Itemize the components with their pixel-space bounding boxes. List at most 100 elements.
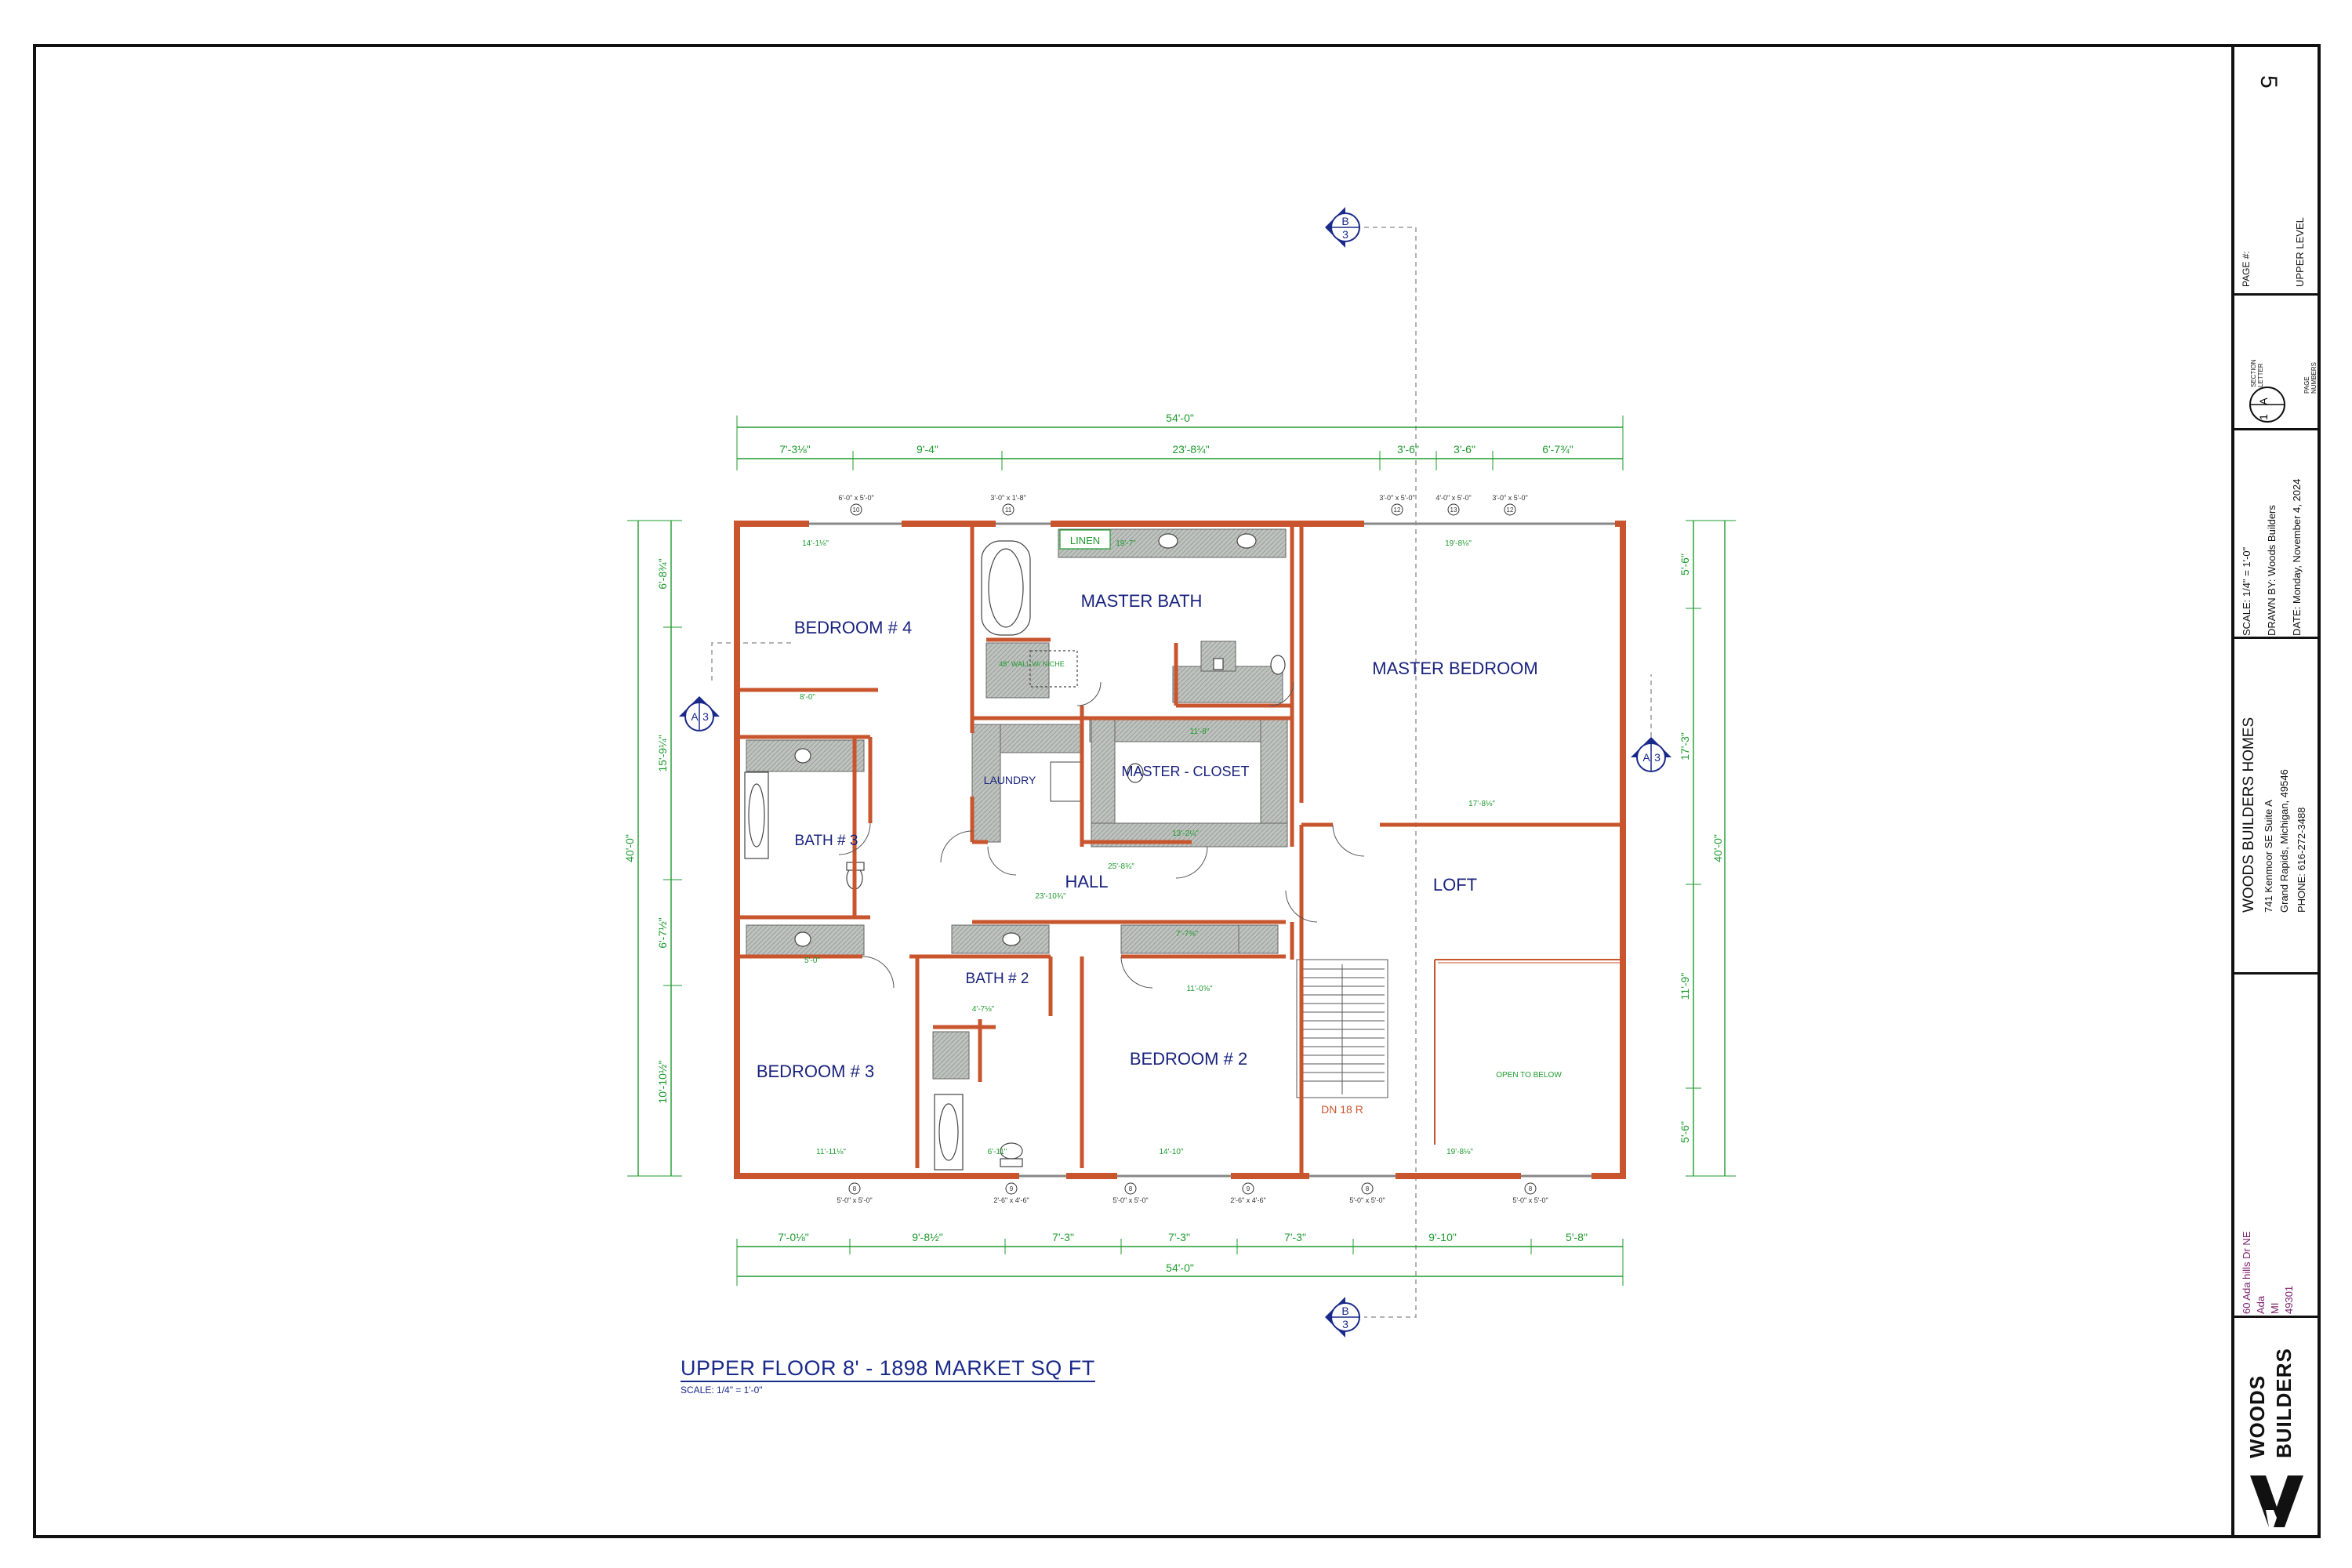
section-letter: B	[1341, 1305, 1348, 1317]
sheet-border	[33, 44, 2321, 1538]
exterior-windows	[809, 522, 1615, 1178]
dimension-text: 54'-0" 7'-3⅛" 9'-4" 23'-8¾" 3'-6" 3'-6" …	[623, 412, 1724, 1274]
page-number: 5	[2256, 75, 2281, 89]
room-bedroom2: BEDROOM # 2	[1130, 1049, 1247, 1069]
exterior-walls	[734, 521, 1626, 1179]
idim: 13'-2¼"	[1172, 829, 1199, 838]
section-page: 3	[1342, 228, 1348, 241]
window-tag	[1242, 1182, 1254, 1195]
window-tag-num: 8	[1529, 1185, 1533, 1192]
company-address2: Grand Rapids, Michigan, 49546	[2278, 769, 2290, 913]
legend-page-numbers: PAGE NUMBERS	[2303, 361, 2318, 394]
window-tag	[1524, 1182, 1537, 1195]
site-city: Ada	[2255, 1295, 2267, 1314]
w-logo-icon	[2247, 1469, 2307, 1532]
window-size: 5'-0" x 5'-0"	[1349, 1196, 1385, 1204]
door-swings	[838, 681, 1365, 989]
site-zip: 49301	[2283, 1285, 2295, 1314]
dim-left-4: 10'-10½"	[656, 1060, 669, 1103]
niche-label: 48" WALL W/ NICHE	[999, 660, 1065, 668]
scale-line: SCALE: 1/4" = 1'-0"	[2241, 546, 2252, 636]
logo-line2: BUILDERS	[2272, 1348, 2296, 1458]
dim-top-4: 3'-6"	[1397, 443, 1419, 456]
window-size: 3'-0" x 5'-0"	[1492, 494, 1527, 502]
window-tags-top: 6'-0" x 5'-0" 10 3'-0" x 1'-8" 11 3'-0" …	[838, 494, 1528, 516]
idim: 19'-7"	[1116, 539, 1136, 548]
room-linen: LINEN	[1070, 535, 1100, 546]
company-name: WOODS BUILDERS HOMES	[2241, 717, 2257, 913]
section-legend-icon: A 1	[2249, 387, 2285, 423]
section-letter: A	[1642, 751, 1650, 764]
level-label: UPPER LEVEL	[2294, 217, 2306, 287]
dim-bottom-3: 7'-3"	[1052, 1231, 1074, 1243]
window-size: 3'-0" x 1'-8"	[990, 494, 1025, 502]
section-page: 3	[1342, 1318, 1348, 1330]
date-line: DATE: Monday, November 4, 2024	[2291, 478, 2303, 636]
idim: 11'-8"	[1190, 728, 1210, 736]
idim: 8'-0"	[800, 693, 815, 702]
window-tag-num: 9	[1010, 1185, 1014, 1192]
window-tag	[1005, 1182, 1018, 1195]
window-tag-num: 10	[853, 506, 860, 514]
room-labels: BEDROOM # 4 MASTER BATH MASTER BEDROOM M…	[757, 535, 1563, 1116]
section-marker-left: A 3	[679, 696, 720, 731]
dim-right-overall: 40'-0"	[1711, 834, 1724, 862]
room-bedroom3: BEDROOM # 3	[757, 1062, 874, 1081]
window-tag	[1361, 1182, 1374, 1195]
idim: 19'-8⅛"	[1446, 1148, 1473, 1156]
idim: 25'-8¾"	[1108, 862, 1134, 871]
dim-right-3: 11'-9"	[1679, 973, 1691, 1000]
company-logo: WOODS BUILDERS	[2234, 1316, 2321, 1538]
dim-top-overall: 54'-0"	[1166, 412, 1194, 424]
idim: 19'-8⅛"	[1445, 539, 1472, 548]
dim-left-1: 6'-8¾"	[656, 558, 669, 590]
section-markers: B 3 A 3 A 3 B 3	[679, 207, 1671, 1338]
legend-section-letter: SECTION LETTER	[2250, 359, 2264, 387]
window-tag-num: 12	[1507, 506, 1514, 514]
room-bath2: BATH # 2	[966, 971, 1029, 987]
dimension-lines	[627, 416, 1736, 1286]
room-master-closet: MASTER - CLOSET	[1121, 764, 1249, 779]
window-size: 5'-0" x 5'-0"	[1112, 1196, 1148, 1204]
window-tag	[1504, 503, 1516, 516]
window-size: 2'-6" x 4'-6"	[1230, 1196, 1265, 1204]
dim-bottom-4: 7'-3"	[1168, 1231, 1190, 1243]
plan-scale: SCALE: 1/4" = 1'-0"	[681, 1385, 763, 1396]
floor-plan: 54'-0" 7'-3⅛" 9'-4" 23'-8¾" 3'-6" 3'-6" …	[623, 207, 1736, 1338]
window-tag	[1391, 503, 1403, 516]
idim: 11'-0⅝"	[1186, 985, 1213, 993]
room-hall: HALL	[1065, 872, 1108, 891]
window-tag-num: 12	[1394, 506, 1401, 514]
legend-letter: A	[2257, 397, 2270, 405]
interior-walls	[737, 524, 1623, 1176]
dim-top-6: 6'-7¾"	[1542, 443, 1573, 456]
legend-number: 1	[2257, 414, 2270, 420]
window-tag	[848, 1182, 861, 1195]
idim: 23'-10¾"	[1035, 892, 1066, 901]
dim-left-overall: 40'-0"	[623, 834, 636, 862]
page-label: PAGE #:	[2241, 251, 2252, 287]
plan-title: UPPER FLOOR 8' - 1898 MARKET SQ FT	[681, 1356, 1095, 1382]
site-street: 60 Ada hills Dr NE	[2241, 1231, 2252, 1315]
dim-left-2: 15'-9¼"	[656, 735, 669, 771]
dim-bottom-1: 7'-0⅛"	[778, 1231, 809, 1243]
logo-line1: WOODS	[2245, 1374, 2269, 1458]
window-tag	[1002, 503, 1014, 516]
window-tag	[1124, 1182, 1137, 1195]
window-tag-num: 8	[1129, 1185, 1133, 1192]
window-tag-num: 8	[1366, 1185, 1370, 1192]
window-tag	[1447, 503, 1460, 516]
idim: 14'-10"	[1159, 1148, 1183, 1156]
room-master-bedroom: MASTER BEDROOM	[1372, 659, 1537, 678]
section-marker-bottom: B 3	[1325, 1297, 1360, 1338]
dim-top-5: 3'-6"	[1454, 443, 1475, 456]
title-block: 5 PAGE #: UPPER LEVEL A 1 SECTION LETTER…	[2231, 44, 2321, 1538]
window-tag-num: 9	[1247, 1185, 1250, 1192]
window-tag-num: 13	[1450, 506, 1457, 514]
company-address1: 741 Kenmoor SE Suite A	[2263, 800, 2274, 913]
interior-dim-text: 14'-1⅛" 19'-7" 19'-8⅛" 17'-8⅛" 25'-8¾" 2…	[800, 539, 1495, 1156]
section-letter: B	[1341, 215, 1348, 227]
drawn-by-line: DRAWN BY: Woods Builders	[2266, 505, 2278, 636]
idim: 17'-8⅛"	[1468, 800, 1495, 808]
dim-right-4: 5'-6"	[1679, 1121, 1691, 1143]
